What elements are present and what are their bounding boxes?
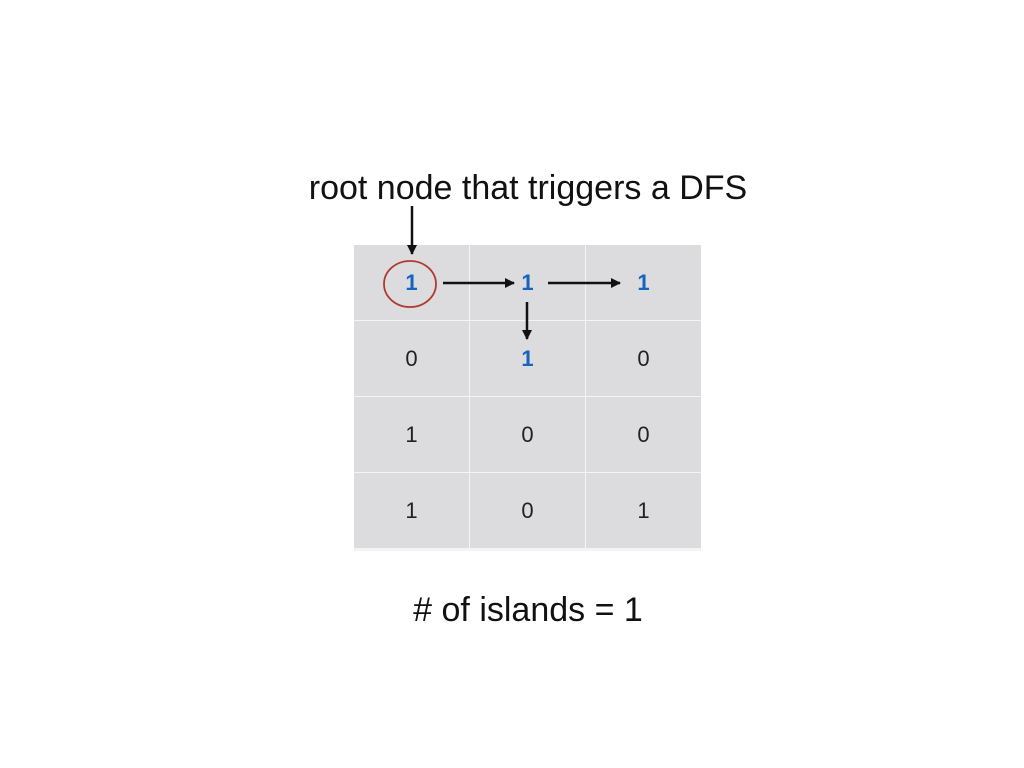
island-grid: 1 1 1 0 1 0 1 0 0 1 0 1 — [354, 245, 701, 551]
grid-cell-r3-c2: 1 — [586, 473, 701, 548]
grid-cell-r2-c2: 0 — [586, 397, 701, 472]
grid-cell-r1-c1: 1 — [470, 321, 585, 396]
grid-cell-r1-c2: 0 — [586, 321, 701, 396]
root-node-annotation: root node that triggers a DFS — [308, 169, 748, 207]
grid-cell-r3-c0: 1 — [354, 473, 469, 548]
grid-cell-r1-c0: 0 — [354, 321, 469, 396]
grid-cell-r2-c0: 1 — [354, 397, 469, 472]
grid-cell-r0-c0: 1 — [354, 245, 469, 320]
grid-cell-r2-c1: 0 — [470, 397, 585, 472]
grid-cell-r0-c2: 1 — [586, 245, 701, 320]
island-count-label: # of islands = 1 — [413, 591, 643, 629]
grid-cell-r0-c1: 1 — [470, 245, 585, 320]
grid-cell-r3-c1: 0 — [470, 473, 585, 548]
